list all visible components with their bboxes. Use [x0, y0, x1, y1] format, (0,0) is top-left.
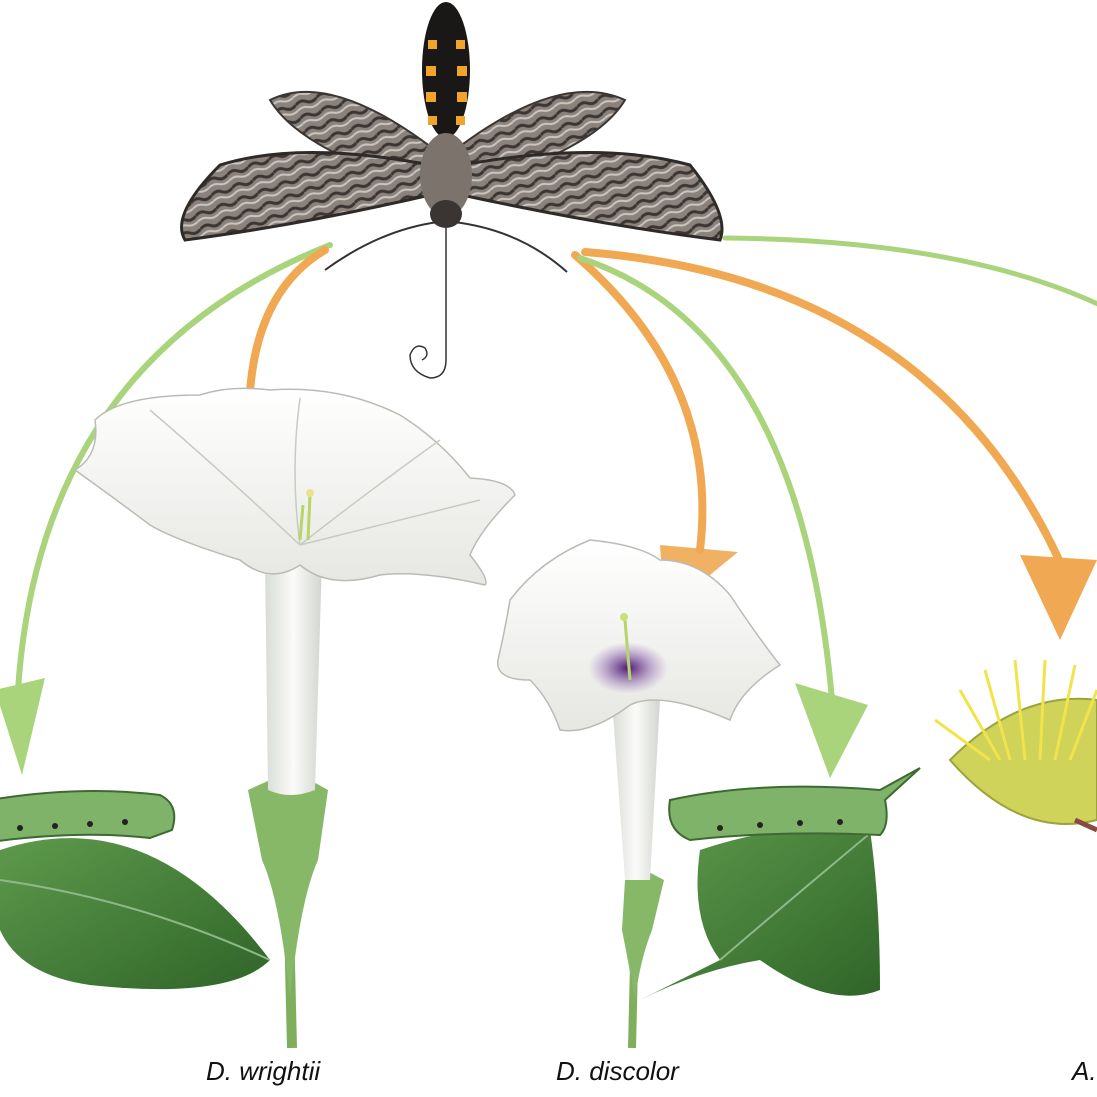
label-third-species: A.: [1070, 1056, 1097, 1086]
label-d-discolor: D. discolor: [556, 1056, 680, 1086]
interaction-arrows: [15, 235, 1097, 703]
nectar-arrow-discolor: [571, 251, 707, 554]
caterpillar-left: [0, 790, 176, 842]
leaf: [0, 838, 270, 990]
proboscis: [409, 228, 447, 379]
caterpillar-right: [668, 767, 921, 842]
larval-arrow-discolor: [577, 255, 835, 703]
flower-corolla: [497, 539, 782, 732]
moth-abdomen: [422, 2, 470, 138]
leaf: [640, 827, 880, 1000]
hawkmoth: [180, 2, 724, 379]
nectar-arrow-third: [581, 248, 1072, 584]
third-plant-flower: [934, 659, 1097, 833]
d-discolor-plant: [497, 539, 880, 1049]
label-d-wrightii: D. wrightii: [206, 1056, 321, 1086]
d-wrightii-plant: [0, 387, 516, 1049]
larval-arrow-third: [722, 235, 1097, 307]
